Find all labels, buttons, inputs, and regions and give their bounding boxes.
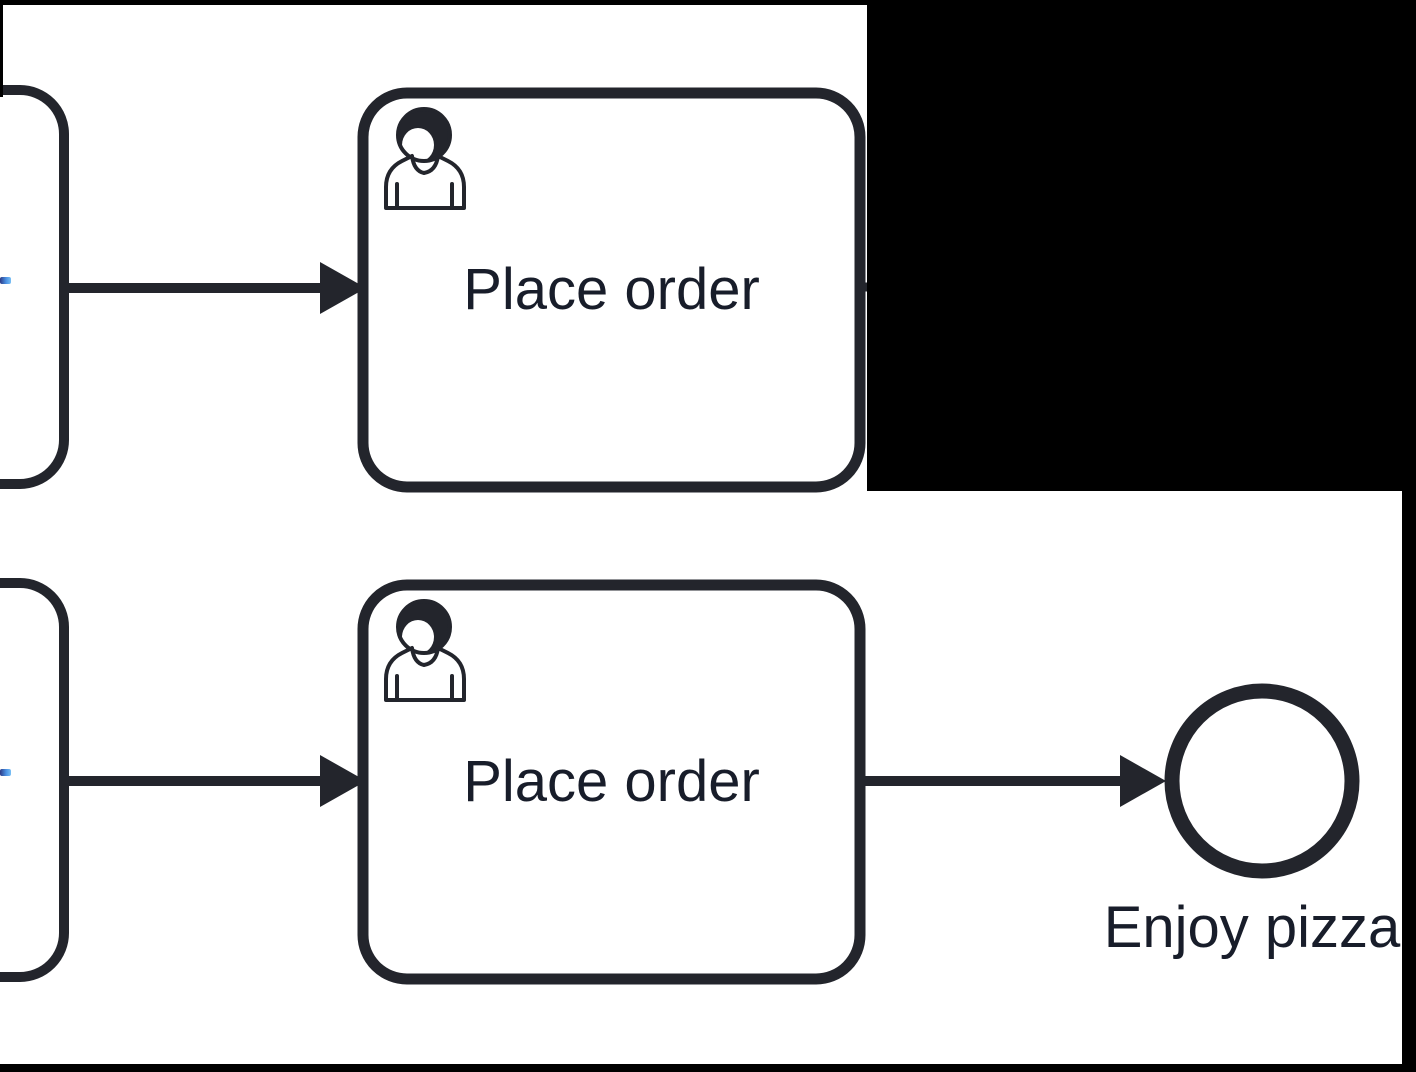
task-place-order-top[interactable] bbox=[357, 87, 866, 493]
task-place-order-bottom[interactable] bbox=[357, 579, 866, 985]
end-event-circle[interactable] bbox=[1164, 683, 1360, 879]
screen-border-right bbox=[1402, 0, 1416, 1072]
sequence-flow-top[interactable] bbox=[64, 262, 366, 314]
clipped-label-fragment-bottom bbox=[0, 769, 11, 776]
black-mask-top-right bbox=[867, 0, 1416, 491]
task-partial-top[interactable] bbox=[0, 85, 69, 489]
task-partial-bottom[interactable] bbox=[0, 578, 69, 982]
screen-border-left bbox=[0, 0, 3, 97]
screen-border-top bbox=[0, 0, 1416, 5]
screen-border-bottom bbox=[0, 1064, 1416, 1072]
sequence-flow-to-end-event[interactable] bbox=[861, 755, 1166, 807]
clipped-label-fragment-top bbox=[0, 277, 11, 284]
sequence-flow-bottom[interactable] bbox=[64, 755, 366, 807]
